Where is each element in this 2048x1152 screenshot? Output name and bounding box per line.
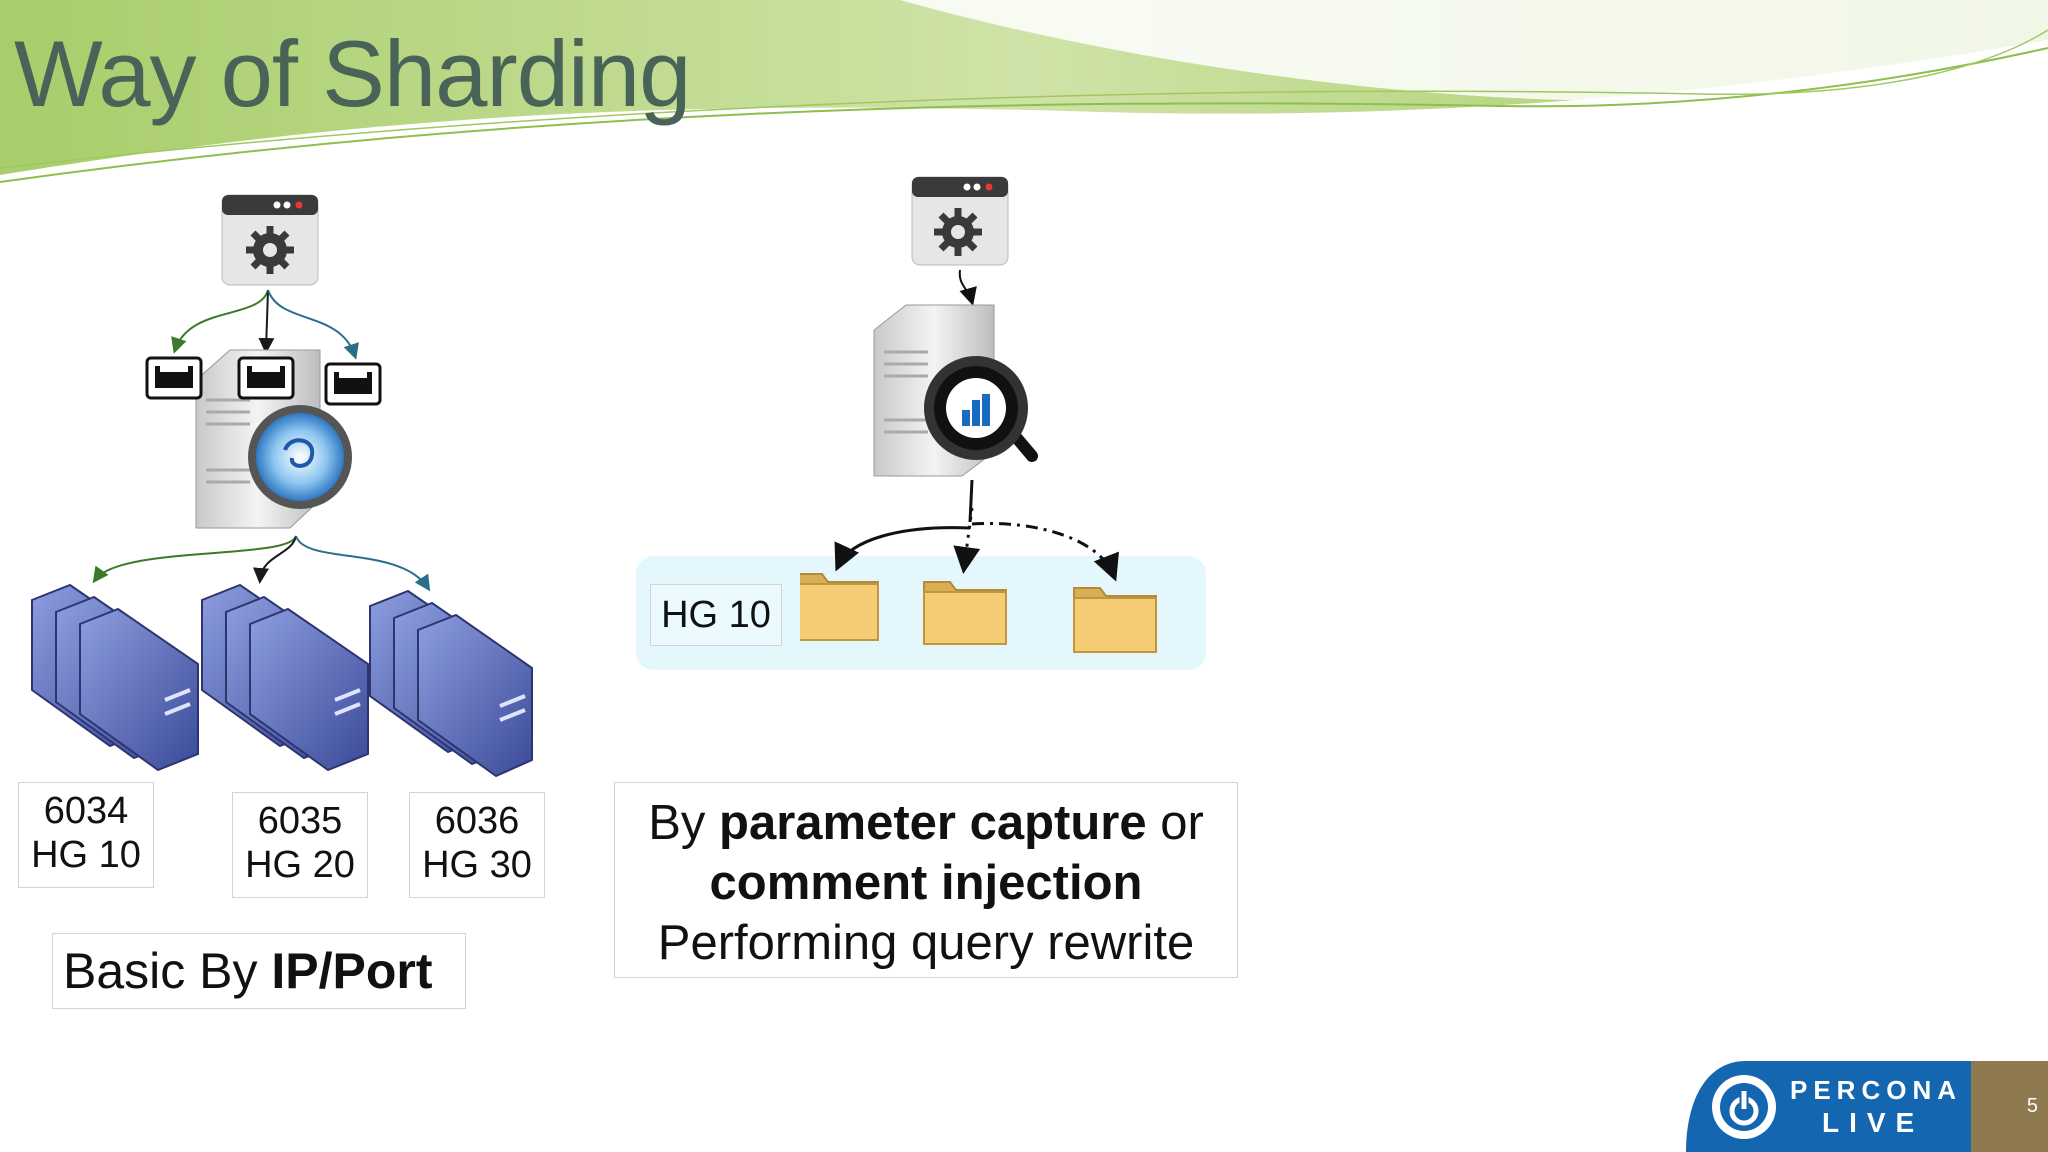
port-number: 6035 xyxy=(257,800,343,842)
hostgroup-id: HG 10 xyxy=(31,834,141,876)
percona-live-logo xyxy=(1686,1061,2048,1152)
query-analyzer-server-icon xyxy=(873,304,1038,477)
network-port-icon xyxy=(237,356,295,400)
page-title: Way of Sharding xyxy=(14,21,691,126)
folder-icon xyxy=(923,581,1007,645)
network-port-icon xyxy=(324,362,382,406)
hostgroup-label: HG 10 xyxy=(650,584,782,646)
logo-text: PERCONA xyxy=(1790,1075,1963,1105)
backend-label-1: 6034 HG 10 xyxy=(18,782,154,888)
port-number: 6034 xyxy=(43,790,129,832)
caption-emphasis: parameter capture xyxy=(719,796,1147,850)
ip-port-caption: Basic By IP/Port xyxy=(52,933,466,1009)
backend-label-2: 6035 HG 20 xyxy=(232,792,368,898)
caption-emphasis: comment injection xyxy=(709,856,1143,910)
mysql-backend-servers-icon xyxy=(31,583,199,772)
ip-port-sharding-diagram xyxy=(31,194,533,778)
caption-text: Performing query rewrite xyxy=(657,916,1195,970)
percona-live-badge: PERCONA LIVE 5 xyxy=(1686,1061,2048,1152)
app-window-icon xyxy=(221,194,319,286)
network-port-icon xyxy=(145,356,203,400)
caption-text: Basic By xyxy=(63,943,272,999)
hostgroup-id: HG 20 xyxy=(245,844,355,886)
caption-text: By xyxy=(648,796,720,850)
logo-text: LIVE xyxy=(1822,1107,1925,1138)
port-number: 6036 xyxy=(434,800,520,842)
hostgroup-id: HG 30 xyxy=(422,844,532,886)
folder-icon xyxy=(1073,587,1157,653)
query-rewrite-caption: By parameter capture or comment injectio… xyxy=(614,782,1238,978)
mysql-backend-servers-icon xyxy=(201,583,369,772)
page-number: 5 xyxy=(2026,1095,2038,1117)
caption-text: or xyxy=(1146,796,1204,850)
folder-icon xyxy=(800,573,879,641)
mysql-backend-servers-icon xyxy=(369,589,533,778)
query-rewrite-diagram xyxy=(800,176,1157,653)
caption-emphasis: IP/Port xyxy=(271,943,433,999)
app-window-icon xyxy=(911,176,1009,266)
backend-label-3: 6036 HG 30 xyxy=(409,792,545,898)
